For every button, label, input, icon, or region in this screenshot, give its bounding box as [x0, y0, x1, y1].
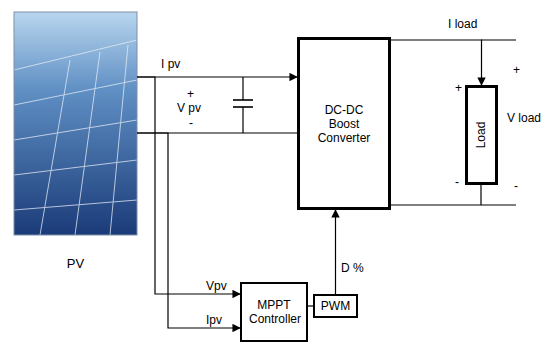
- signal-name: I pv: [160, 58, 181, 71]
- polarity-label: +: [512, 64, 521, 77]
- box-label: PWM: [321, 299, 350, 313]
- signal-name: Vpv: [205, 280, 228, 293]
- pv-panel: PV: [14, 12, 137, 235]
- signal-wire: [335, 210, 336, 294]
- capacitor-plate: [233, 99, 253, 101]
- polarity-label: V pv: [176, 102, 202, 115]
- polarity-label: -: [454, 176, 460, 189]
- polarity-label: -: [188, 117, 194, 130]
- panel-caption: PV: [14, 257, 137, 271]
- pv-panel-picture: [14, 12, 137, 235]
- polarity-label: V load: [506, 112, 542, 125]
- signal-wire: [137, 77, 240, 294]
- signal-wire: [137, 133, 240, 328]
- box-label: Load: [474, 122, 488, 149]
- polarity-label: +: [186, 88, 195, 101]
- signal-name: Ipv: [205, 314, 223, 327]
- box-label: DC-DC Boost Converter: [313, 103, 375, 145]
- load-box: Load: [465, 85, 498, 185]
- signal-name: I load: [447, 18, 478, 31]
- output-wire: [481, 39, 516, 40]
- polarity-label: +: [454, 82, 463, 95]
- signal-wire: [391, 40, 482, 85]
- signal-wire: [137, 76, 297, 77]
- load-return-lead: [480, 185, 481, 205]
- box-label: MPPT Controller: [249, 298, 299, 326]
- capacitor-lead: [242, 107, 243, 133]
- pwm-box: PWM: [313, 294, 358, 318]
- controller-box: MPPT Controller: [240, 282, 308, 342]
- output-return-wire: [391, 204, 516, 205]
- signal-name: D %: [340, 262, 365, 275]
- capacitor-lead: [242, 77, 243, 100]
- polarity-label: -: [513, 180, 519, 193]
- converter-box: DC-DC Boost Converter: [297, 37, 391, 210]
